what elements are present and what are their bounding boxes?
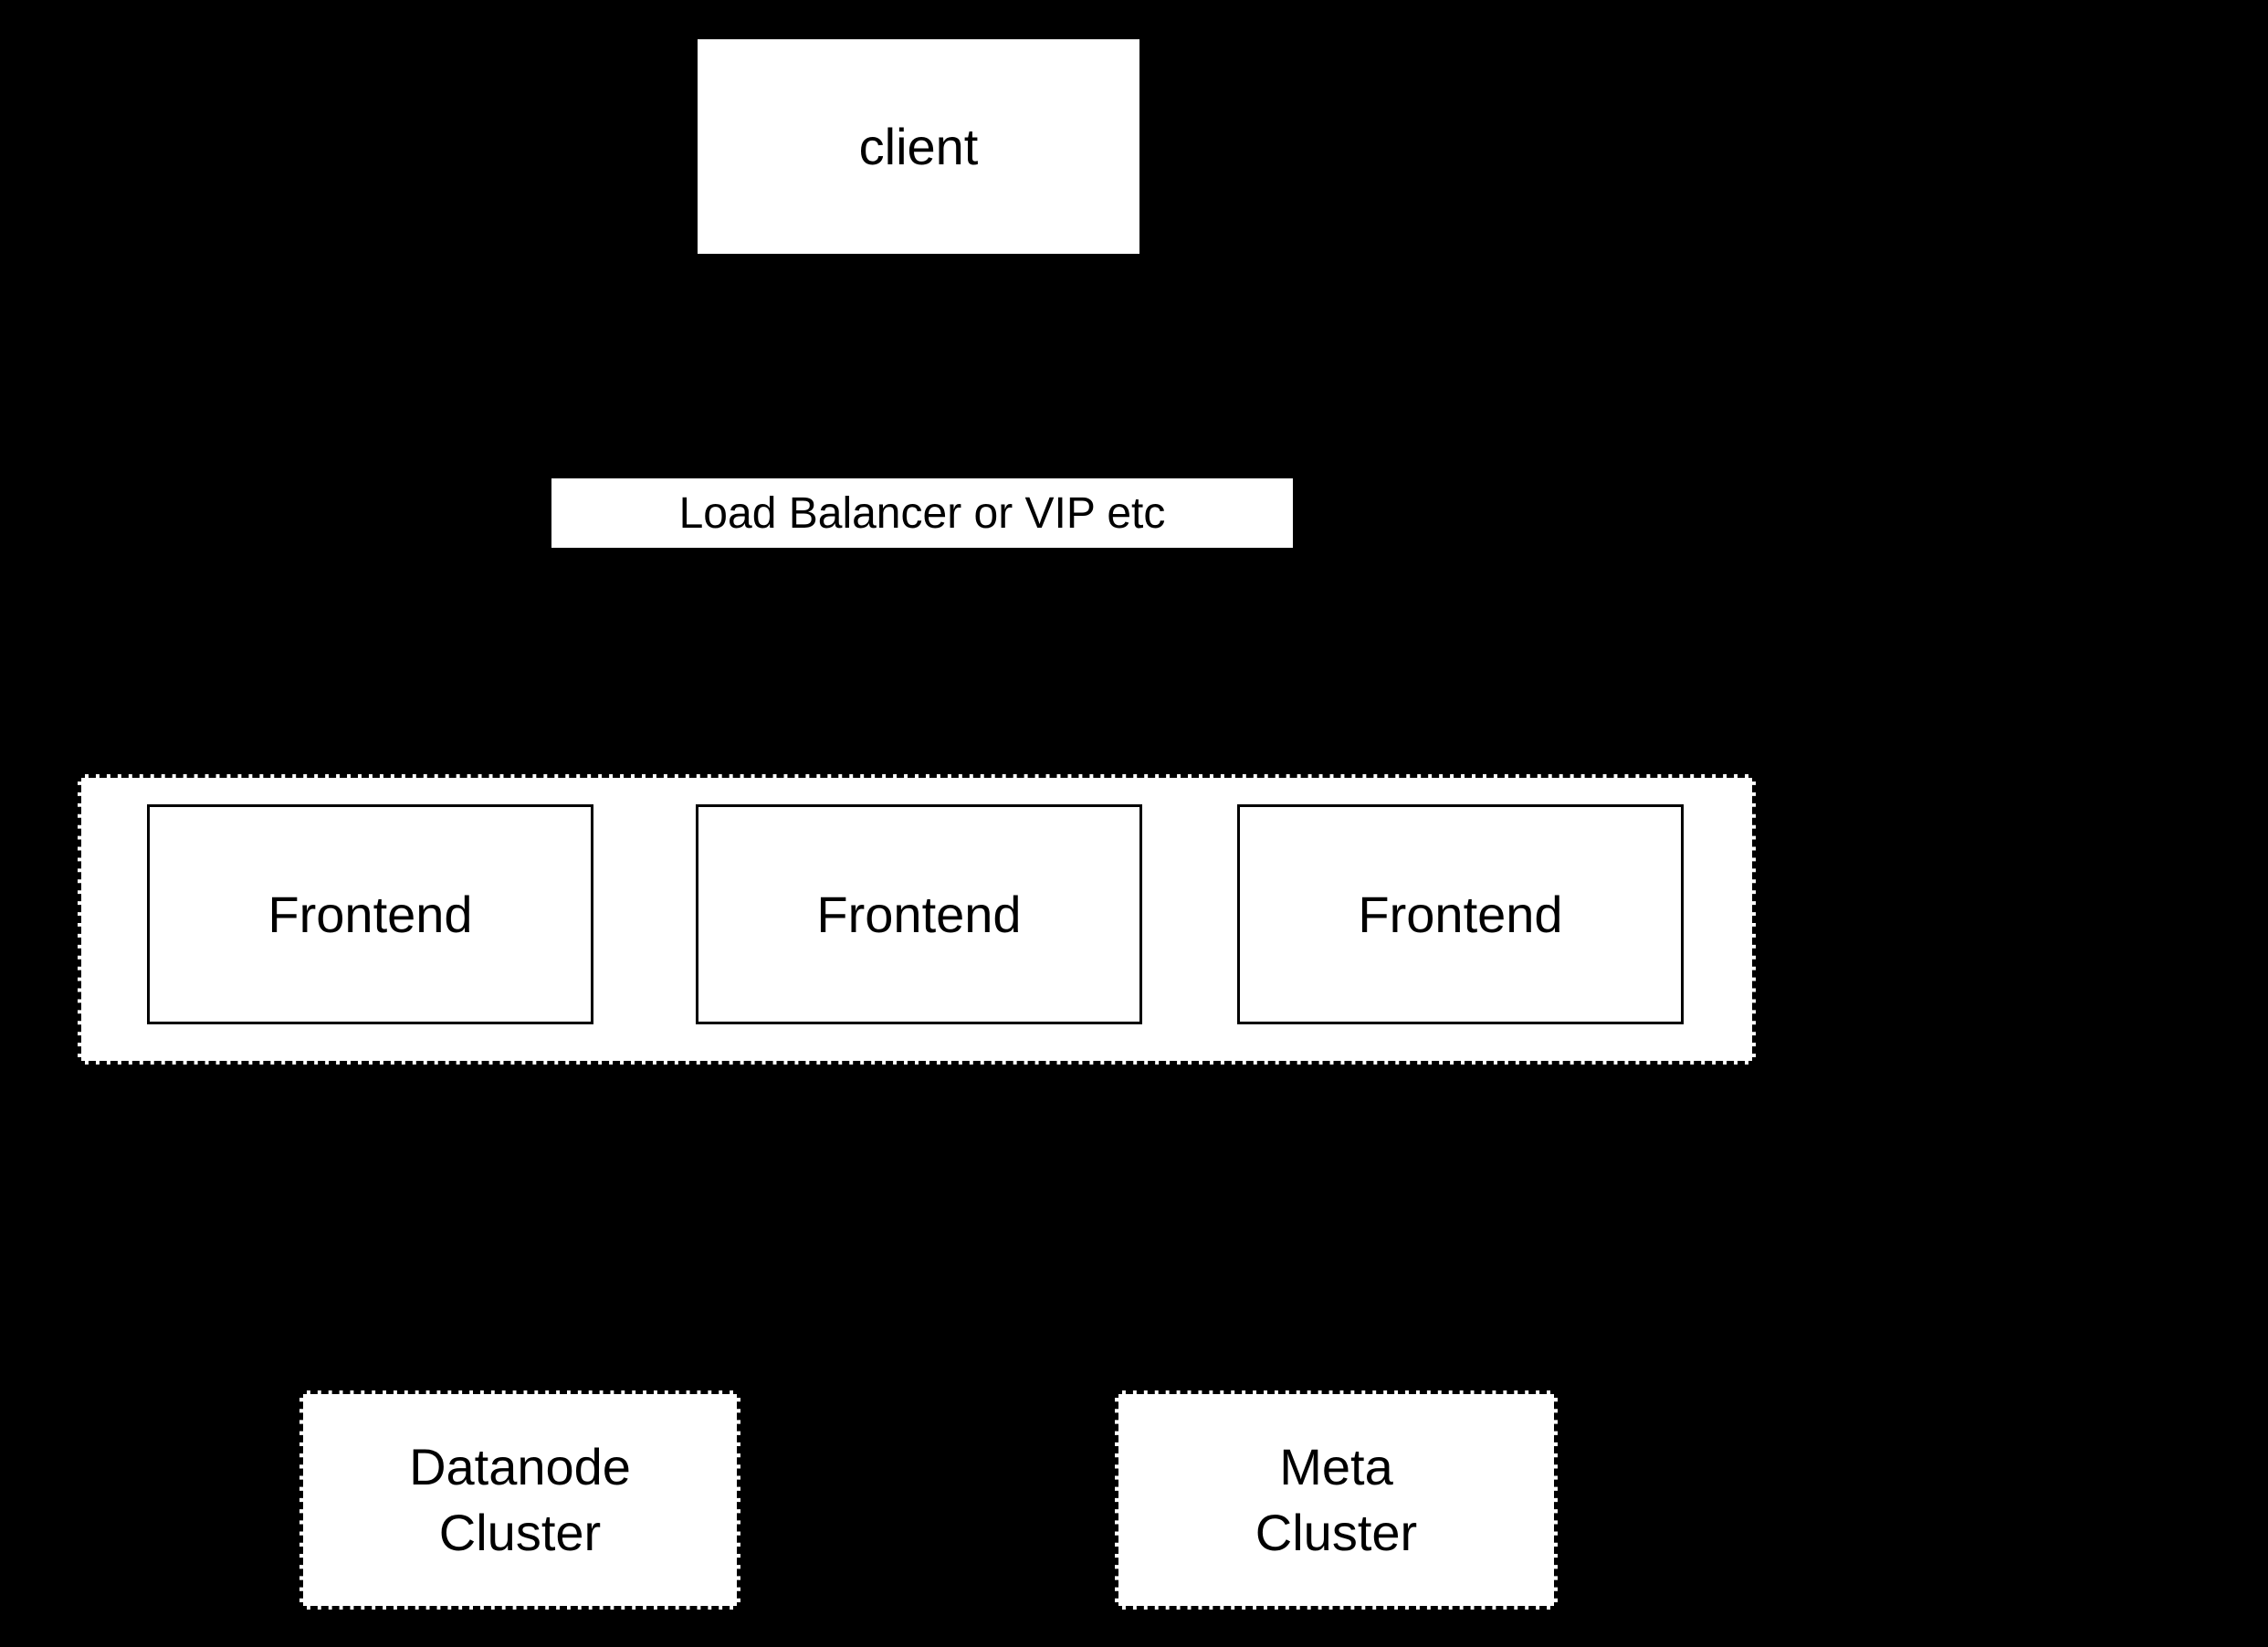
meta-cluster-label-line1: Meta bbox=[1279, 1438, 1393, 1495]
frontend-2-label: Frontend bbox=[816, 886, 1022, 943]
frontend-3-label: Frontend bbox=[1358, 886, 1563, 943]
frontend-node-1: Frontend bbox=[147, 804, 593, 1024]
frontend-1-label: Frontend bbox=[268, 886, 473, 943]
load-balancer-node: Load Balancer or VIP etc bbox=[551, 478, 1293, 548]
client-label: client bbox=[858, 118, 979, 175]
meta-cluster-node: Meta Cluster bbox=[1115, 1390, 1558, 1610]
datanode-cluster-node: Datanode Cluster bbox=[299, 1390, 740, 1610]
meta-cluster-label-line2: Cluster bbox=[1255, 1504, 1418, 1561]
datanode-cluster-label-line1: Datanode bbox=[409, 1438, 631, 1495]
datanode-cluster-label-line2: Cluster bbox=[438, 1504, 602, 1561]
frontend-node-3: Frontend bbox=[1237, 804, 1684, 1024]
load-balancer-label: Load Balancer or VIP etc bbox=[678, 488, 1166, 538]
frontend-node-2: Frontend bbox=[696, 804, 1142, 1024]
client-node: client bbox=[698, 39, 1139, 254]
